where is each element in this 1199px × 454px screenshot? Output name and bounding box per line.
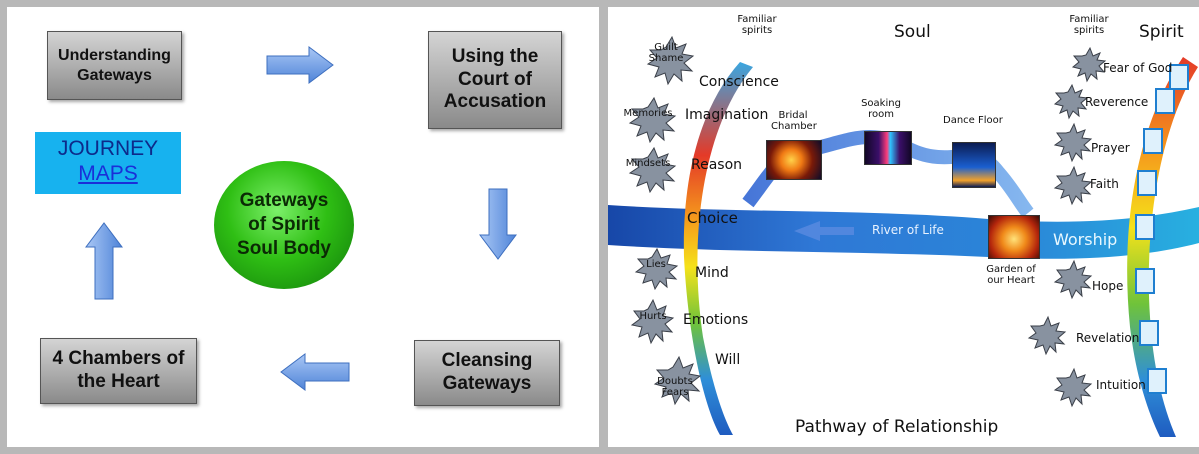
familiar-spirits-right: Familiar spirits	[1069, 14, 1109, 36]
box-line: Understanding	[58, 47, 171, 65]
spirit-item-hope: Hope	[1092, 279, 1124, 293]
soul-item-reason: Reason	[691, 157, 743, 173]
spirit-item-faith: Faith	[1090, 177, 1119, 191]
center-gateways-ellipse: Gateways of Spirit Soul Body	[214, 161, 354, 289]
center-line: Gateways	[239, 190, 329, 212]
star-memories: Memories	[623, 108, 673, 119]
cleansing-gateways-box[interactable]: Cleansing Gateways	[414, 340, 560, 406]
garden-heart-label: Garden of our Heart	[986, 264, 1036, 286]
dance-floor-image	[952, 142, 996, 188]
soul-title: Soul	[894, 22, 931, 42]
star-lies: Lies	[646, 259, 666, 270]
spirit-item-revelation: Revelation	[1076, 331, 1140, 345]
garden-heart-image	[988, 215, 1040, 259]
box-line: Using the	[451, 45, 539, 67]
box-line: Court of	[458, 68, 532, 90]
spirit-item-prayer: Prayer	[1091, 141, 1130, 155]
pathway-diagram-panel: Soul Spirit Familiar spirits Familiar sp…	[608, 7, 1199, 447]
river-of-life-label: River of Life	[872, 223, 944, 237]
soul-item-mind: Mind	[695, 265, 729, 281]
four-chambers-box[interactable]: 4 Chambers of the Heart	[40, 338, 197, 404]
box-line: Gateways	[442, 373, 532, 394]
dance-floor-label: Dance Floor	[943, 115, 1003, 126]
soaking-room-label: Soaking room	[861, 98, 901, 120]
box-line: the Heart	[77, 371, 160, 392]
bridal-chamber-label: Bridal Chamber	[771, 110, 817, 132]
center-line: Soul Body	[237, 237, 331, 259]
spirit-item-reverence: Reverence	[1085, 95, 1149, 109]
box-line: Cleansing	[441, 350, 533, 372]
arrow-down-icon	[479, 188, 517, 260]
soul-item-choice: Choice	[687, 209, 738, 227]
spirit-item-intuition: Intuition	[1096, 378, 1146, 392]
arrow-right-icon	[266, 46, 334, 84]
star-guilt-shame: Guilt Shame	[648, 42, 684, 64]
soul-item-imagination: Imagination	[685, 107, 769, 123]
pathway-title: Pathway of Relationship	[795, 417, 999, 437]
arrow-left-icon	[280, 353, 350, 391]
center-line: of Spirit	[248, 214, 320, 236]
soul-item-conscience: Conscience	[699, 74, 779, 90]
journey-label: JOURNEY	[57, 137, 159, 160]
box-line: 4 Chambers of	[52, 348, 185, 370]
maps-link[interactable]: MAPS	[78, 162, 138, 186]
bridal-chamber-image	[766, 140, 822, 180]
box-line: Gateways	[77, 66, 152, 84]
box-line: Accusation	[443, 91, 547, 113]
soaking-room-image	[864, 131, 912, 165]
familiar-spirits-left: Familiar spirits	[737, 14, 777, 36]
worship-label: Worship	[1053, 230, 1118, 249]
spirit-title: Spirit	[1139, 22, 1184, 42]
star-hurts: Hurts	[639, 311, 667, 322]
gateways-flow-panel: Understanding Gateways Using the Court o…	[7, 7, 599, 447]
soul-item-will: Will	[715, 352, 741, 368]
pathway-graphics	[608, 35, 1199, 437]
understanding-gateways-box[interactable]: Understanding Gateways	[47, 31, 182, 100]
star-mindsets: Mindsets	[625, 158, 671, 169]
arrow-up-icon	[85, 222, 123, 300]
star-doubts-fears: Doubts Fears	[657, 376, 693, 398]
court-of-accusation-box[interactable]: Using the Court of Accusation	[428, 31, 562, 129]
spirit-item-fear-of-god: Fear of God	[1103, 61, 1173, 75]
soul-item-emotions: Emotions	[683, 312, 749, 328]
journey-maps-box: JOURNEY MAPS	[35, 132, 181, 194]
